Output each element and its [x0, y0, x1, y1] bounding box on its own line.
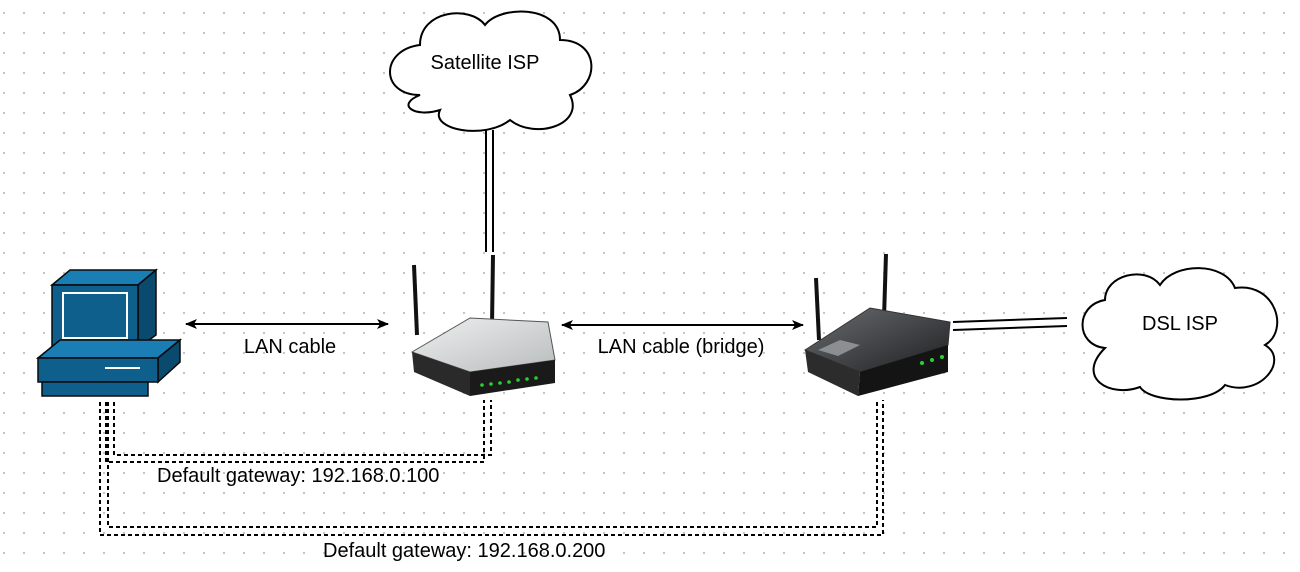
lan-bridge-label: LAN cable (bridge)	[598, 336, 765, 358]
dsl-cloud-shape	[1081, 267, 1279, 401]
dsl-link-line-a	[952, 317, 1068, 323]
gateway-secondary-path	[99, 400, 884, 536]
dsl-isp-cloud: DSL ISP	[1081, 267, 1279, 401]
router-icon	[410, 254, 556, 396]
router-antenna-left	[412, 264, 419, 336]
satellite-link	[485, 130, 494, 252]
router-antenna-right	[490, 254, 495, 326]
router-leds	[480, 376, 538, 387]
bridge-antenna-right	[882, 253, 888, 319]
bridge-antenna-left	[814, 277, 821, 341]
bridge-router-icon	[803, 253, 951, 396]
satellite-isp-cloud: Satellite ISP	[389, 10, 593, 132]
satellite-isp-label: Satellite ISP	[431, 52, 540, 74]
gateway-secondary-label: Default gateway: 192.168.0.200	[323, 540, 605, 562]
lan-bridge-link: LAN cable (bridge)	[561, 320, 804, 358]
lan-cable-link: LAN cable	[185, 319, 389, 358]
computer-icon	[35, 268, 183, 397]
bridge-leds	[920, 355, 944, 365]
gateway-primary-path	[105, 400, 492, 463]
dsl-link	[952, 317, 1068, 331]
satellite-cloud-shape	[389, 10, 593, 132]
lan-cable-label: LAN cable	[244, 336, 336, 358]
dsl-isp-label: DSL ISP	[1142, 313, 1218, 335]
gateway-primary-label: Default gateway: 192.168.0.100	[157, 465, 439, 487]
dsl-link-line-b	[952, 325, 1068, 331]
